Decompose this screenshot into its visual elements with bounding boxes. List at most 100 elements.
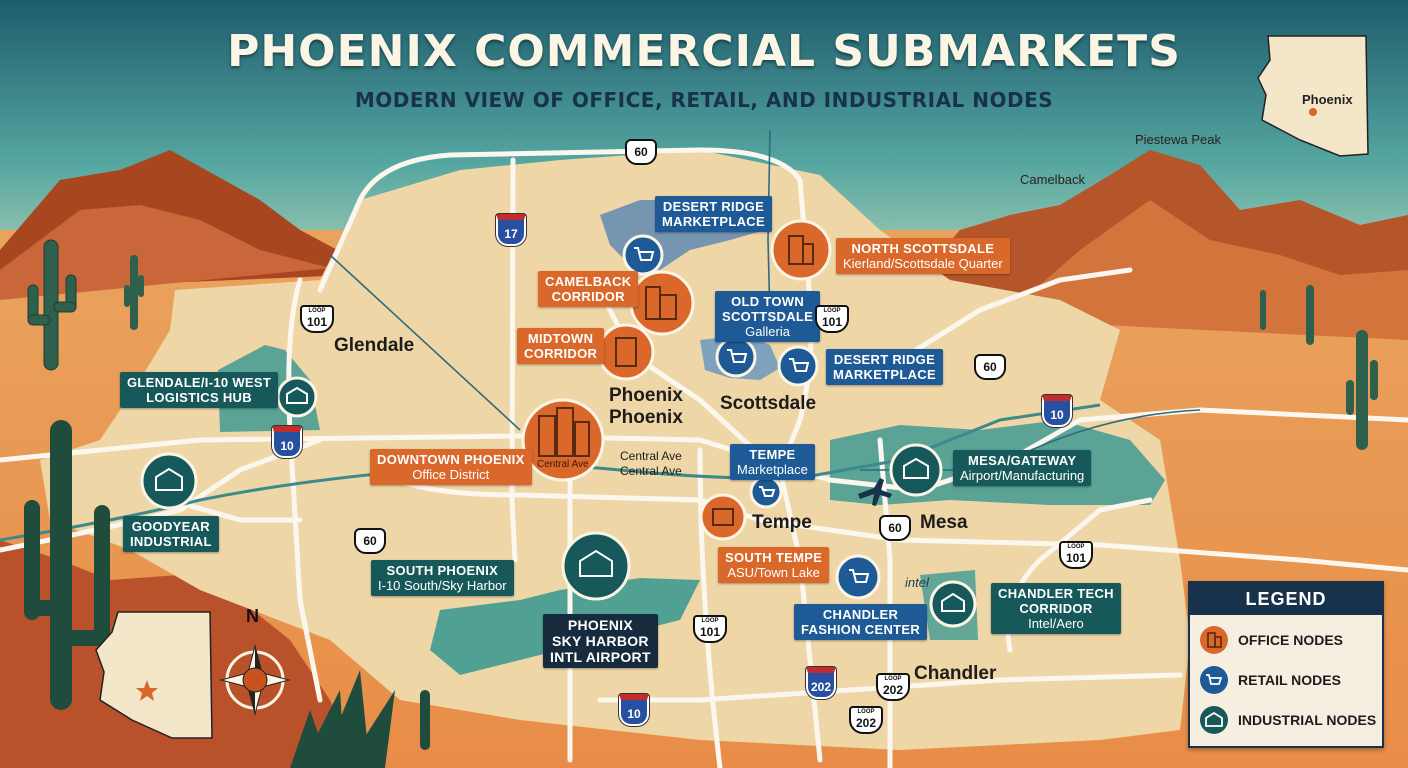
legend-label: OFFICE NODES	[1238, 632, 1344, 648]
loop-shield-caption: LOOP	[823, 308, 841, 314]
node-south-tempe[interactable]: SOUTH TEMPE ASU/Town Lake	[718, 547, 830, 583]
node-tempe-marketplace[interactable]: TEMPE Marketplace	[730, 444, 815, 480]
street-label: Central Ave	[537, 459, 589, 470]
node-goodyear-industrial[interactable]: GOODYEAR INDUSTRIAL	[123, 516, 219, 552]
loop-shield-number: 101	[821, 315, 843, 329]
city-label-mesa: Mesa	[920, 512, 968, 533]
mountain-left-shade	[0, 205, 330, 300]
loop-shield-number: 101	[306, 315, 328, 329]
node-title: DESERT RIDGE	[833, 352, 936, 367]
node-subtitle: Galleria	[745, 324, 790, 339]
cactus-icon	[420, 690, 430, 750]
node-title: TEMPE	[749, 447, 796, 462]
arizona-inset-map	[1257, 35, 1369, 157]
arizona-outline-bottom	[95, 611, 213, 739]
node-old-town-scottsdale[interactable]: OLD TOWN SCOTTSDALE Galleria	[715, 291, 821, 342]
node-mesa-gateway[interactable]: MESA/GATEWAY Airport/Manufacturing	[953, 450, 1092, 486]
node-sky-harbor-airport[interactable]: PHOENIX SKY HARBOR INTL AIRPORT	[543, 614, 658, 668]
cactus-icon	[124, 255, 144, 330]
node-downtown-phoenix[interactable]: DOWNTOWN PHOENIX Office District	[370, 449, 532, 485]
node-desert-ridge-mid[interactable]: DESERT RIDGE MARKETPLACE	[826, 349, 943, 385]
loop-shield-caption: LOOP	[701, 618, 719, 624]
city-label-phoenix-2: Phoenix	[609, 407, 683, 428]
us-route-shield: 60	[974, 354, 1006, 380]
node-north-scottsdale[interactable]: NORTH SCOTTSDALE Kierland/Scottsdale Qua…	[836, 238, 1010, 274]
node-subtitle: Kierland/Scottsdale Quarter	[843, 256, 1003, 271]
loop-shield-number: 202	[882, 683, 904, 697]
node-title: CORRIDOR	[524, 346, 598, 361]
page-subtitle: MODERN VIEW OF OFFICE, RETAIL, AND INDUS…	[354, 88, 1054, 112]
legend-item-retail: RETAIL NODES	[1200, 665, 1341, 695]
legend-item-industrial: INDUSTRIAL NODES	[1200, 705, 1376, 735]
page-title: PHOENIX COMMERCIAL SUBMARKETS	[227, 26, 1181, 77]
metro-area	[40, 150, 1190, 750]
node-camelback-corridor[interactable]: CAMELBACK CORRIDOR	[538, 271, 639, 307]
legend: LEGEND OFFICE NODES RETAIL NODES INDUSTR…	[1188, 581, 1384, 748]
node-title: DOWNTOWN PHOENIX	[377, 452, 525, 467]
node-title: CORRIDOR	[551, 289, 625, 304]
loop-shield-number: 202	[855, 716, 877, 730]
peak-label-piestewa: Piestewa Peak	[1135, 132, 1221, 147]
node-title: MESA/GATEWAY	[967, 453, 1077, 468]
node-subtitle: Marketplace	[737, 462, 808, 477]
agave-plant	[290, 670, 395, 768]
loop-shield-caption: LOOP	[1067, 544, 1085, 550]
warehouse-icon	[1200, 706, 1228, 734]
node-glendale-i10[interactable]: GLENDALE/I-10 WEST LOGISTICS HUB	[120, 372, 279, 408]
compass-north-label: N	[246, 606, 259, 626]
node-title: MARKETPLACE	[833, 367, 936, 382]
street-label: Central Ave	[620, 464, 682, 478]
us-route-shield: 60	[354, 528, 386, 554]
peak-label-camelback: Camelback	[1020, 172, 1086, 187]
street-label: Central Ave	[620, 449, 682, 463]
legend-label: INDUSTRIAL NODES	[1238, 712, 1377, 728]
node-subtitle: Office District	[412, 467, 490, 482]
cart-icon	[1200, 666, 1228, 694]
node-chandler-fashion-center[interactable]: CHANDLER FASHION CENTER	[794, 604, 928, 640]
star-icon	[136, 680, 158, 701]
loop-shield-caption: LOOP	[884, 676, 902, 682]
us-route-shield: 60	[879, 515, 911, 541]
node-south-phoenix[interactable]: SOUTH PHOENIX I-10 South/Sky Harbor	[371, 560, 514, 596]
interstate-shield: 10	[619, 694, 649, 726]
compass-icon	[219, 644, 291, 716]
node-title: OLD TOWN	[731, 294, 805, 309]
interstate-shield: 202	[806, 667, 836, 699]
node-title: SCOTTSDALE	[722, 309, 814, 324]
loop-shield-caption: LOOP	[857, 709, 875, 715]
legend-title: LEGEND	[1190, 583, 1382, 615]
node-title: MARKETPLACE	[662, 214, 765, 229]
node-title: INTL AIRPORT	[550, 649, 651, 665]
node-subtitle: Intel/Aero	[1028, 616, 1084, 631]
node-title: INDUSTRIAL	[130, 534, 212, 549]
cactus-icon	[24, 420, 110, 710]
inset-city-label: Phoenix	[1302, 92, 1353, 107]
interstate-shield: 10	[272, 426, 302, 458]
node-desert-ridge-top[interactable]: DESERT RIDGE MARKETPLACE	[655, 196, 772, 232]
building-icon	[1200, 626, 1228, 654]
us-route-shield: 60	[625, 139, 657, 165]
node-title: LOGISTICS HUB	[146, 390, 252, 405]
node-chandler-tech-corridor[interactable]: CHANDLER TECH CORRIDOR Intel/Aero	[991, 583, 1121, 634]
city-label-scottsdale: Scottsdale	[720, 393, 817, 414]
node-midtown-corridor[interactable]: MIDTOWN CORRIDOR	[517, 328, 605, 364]
legend-item-office: OFFICE NODES	[1200, 625, 1343, 655]
cactus-icon	[27, 239, 77, 371]
loop-shield-number: 101	[699, 625, 721, 639]
node-title: FASHION CENTER	[801, 622, 921, 637]
node-title: SKY HARBOR	[551, 633, 649, 649]
interstate-shield: 17	[496, 214, 526, 246]
node-title: GLENDALE/I-10 WEST	[127, 375, 272, 390]
node-title: SOUTH PHOENIX	[386, 563, 499, 578]
legend-label: RETAIL NODES	[1238, 672, 1341, 688]
node-subtitle: ASU/Town Lake	[727, 565, 820, 580]
cactus-icon	[1346, 330, 1378, 450]
node-title: MIDTOWN	[527, 331, 594, 346]
loop-shield-number: 101	[1065, 551, 1087, 565]
